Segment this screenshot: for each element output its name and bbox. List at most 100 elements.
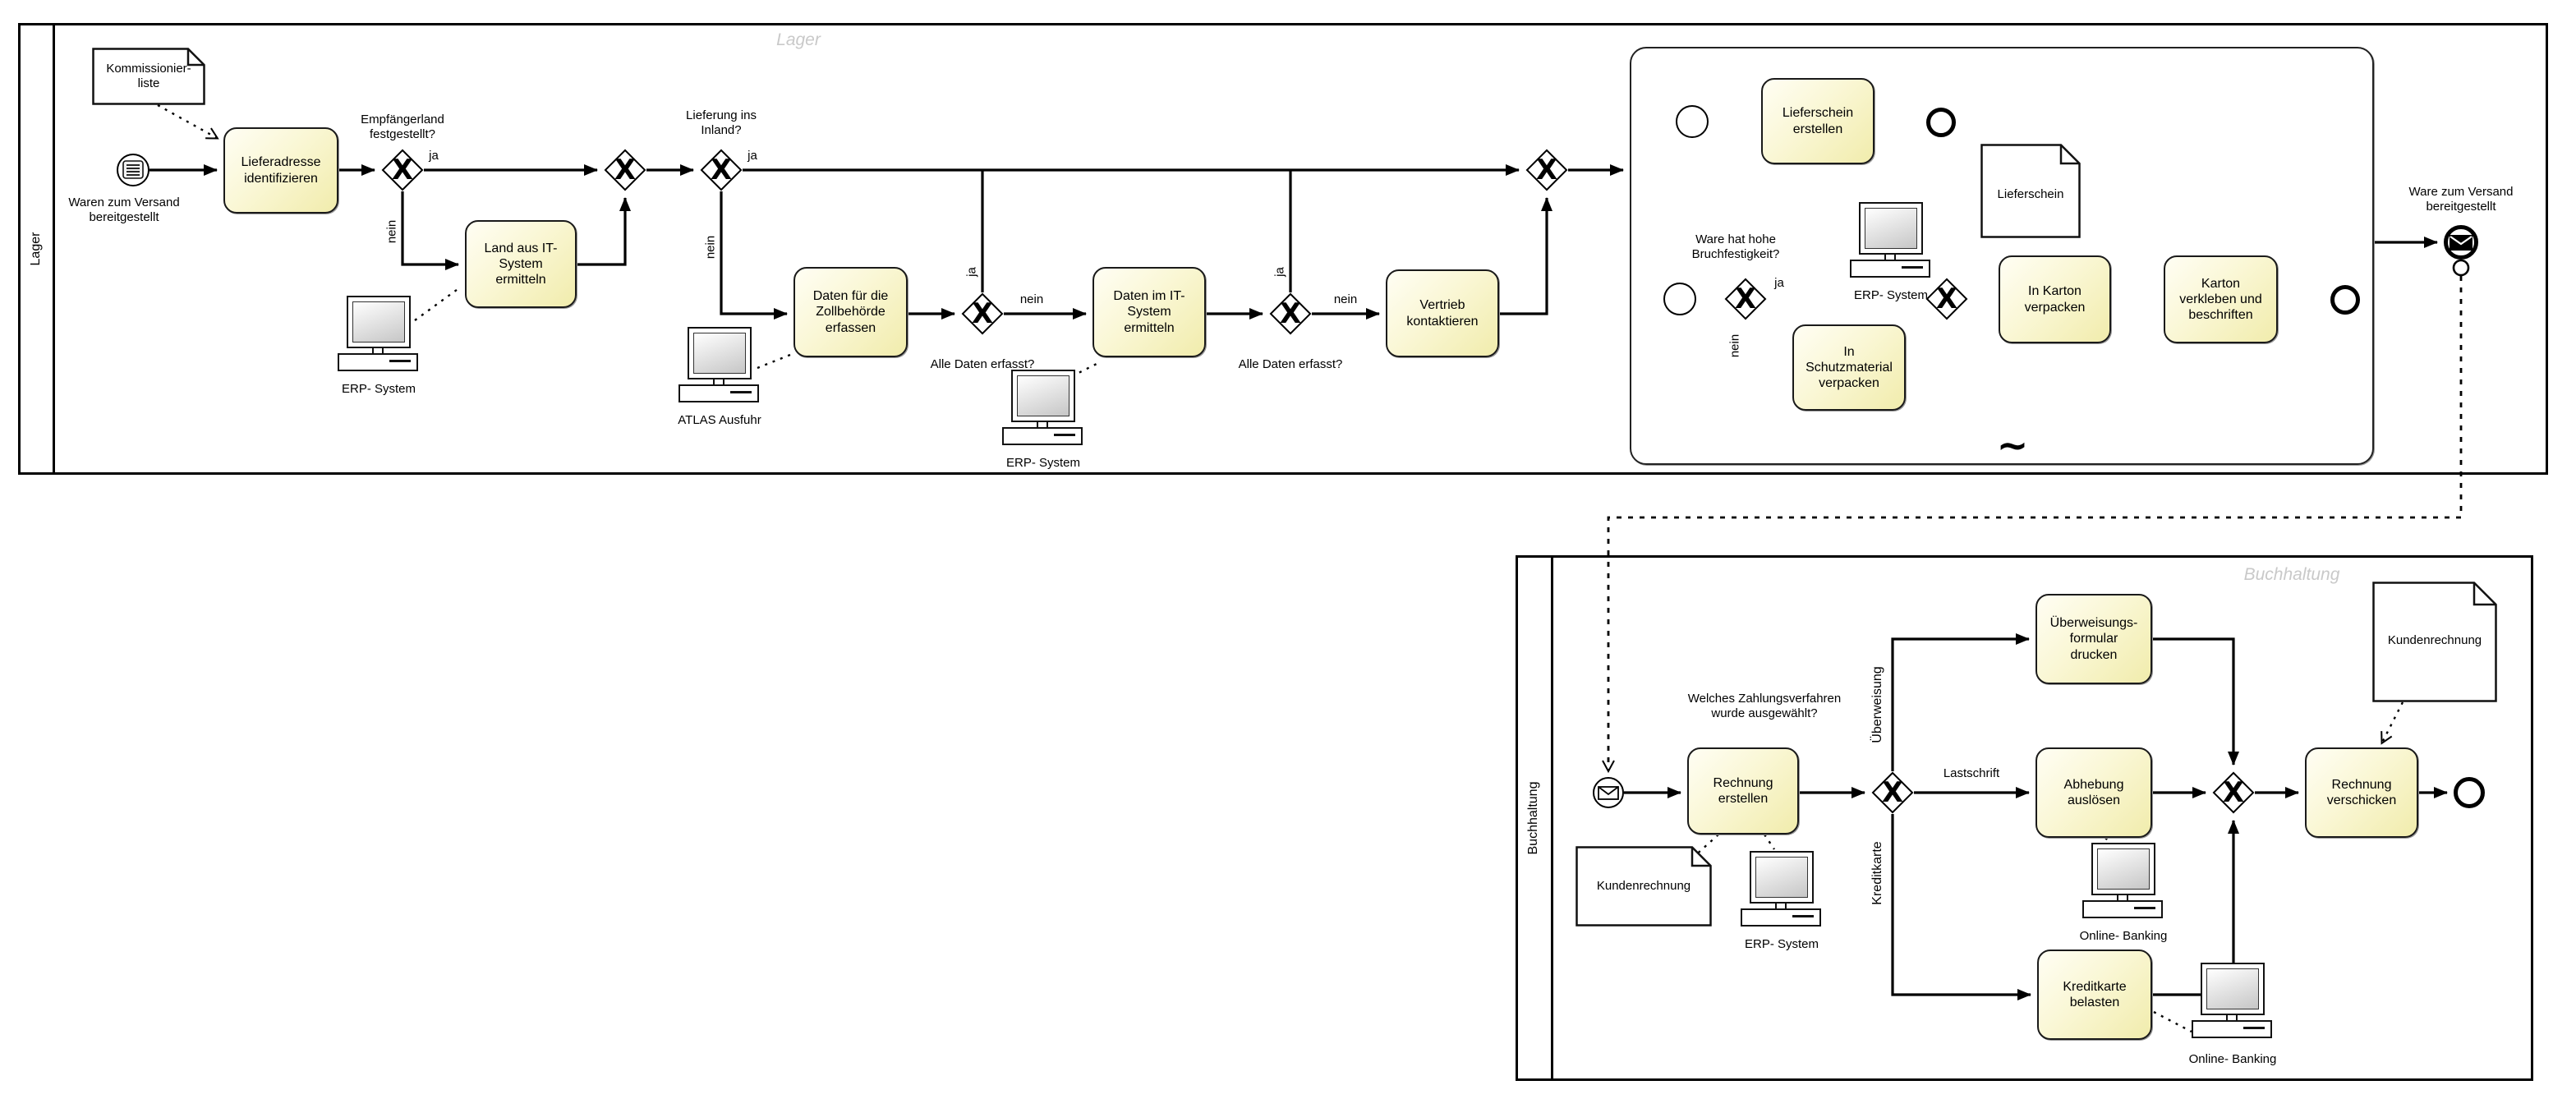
task-abhebung-ausloesen[interactable]: Abhebung auslösen [2036,747,2152,838]
data-object-lieferschein[interactable] [1980,144,2081,238]
gateway-merge-sub[interactable]: X [1925,278,1968,320]
label-ja: ja [1272,267,1287,277]
monitor-icon [1011,370,1075,422]
monitor-icon [1859,202,1923,255]
monitor-icon [347,296,411,348]
erp-system-1-label: ERP- System [341,382,416,396]
task-kreditkarte-belasten[interactable]: Kreditkarte belasten [2037,950,2152,1040]
atlas-ausfuhr-label: ATLAS Ausfuhr [678,413,761,427]
gateway-bruchfestigkeit[interactable]: X [1724,278,1767,320]
task-rechnung-verschicken[interactable]: Rechnung verschicken [2305,747,2418,838]
erp-system-computer-2[interactable] [1002,370,1084,448]
erp-system-computer-4[interactable] [1741,851,1823,930]
xor-marker: X [1881,776,1904,809]
gateway-merge-2[interactable]: X [1525,149,1568,191]
xor-marker: X [2222,776,2245,809]
task-daten-zollbehoerde[interactable]: Daten für die Zollbehörde erfassen [794,267,908,357]
xor-marker: X [1279,297,1302,330]
gateway-inland-question: Lieferung ins Inland? [686,108,757,137]
sub-end-event-1[interactable] [1926,108,1956,137]
data-object-kommissionierliste-label: Kommissionier- liste [106,62,191,90]
xor-marker: X [391,154,414,186]
erp-system-computer-3[interactable] [1850,202,1932,281]
gateway-alle-daten-1[interactable]: X [961,292,1004,335]
label-ja: ja [748,149,757,163]
task-lieferadresse-identifizieren[interactable]: Lieferadresse identifizieren [223,127,338,214]
data-object-kundenrechnung-rechts-label: Kundenrechnung [2387,633,2482,647]
gateway-empfaengerland-question: Empfängerland festgestellt? [361,113,444,141]
keyboard-icon [2082,900,2163,918]
erp-system-computer-1[interactable] [338,296,420,375]
data-object-kommissionierliste[interactable] [92,48,205,105]
task-ueberweisungsformular-drucken[interactable]: Überweisungs- formular drucken [2036,594,2152,684]
gateway-alle-daten-2-question: Alle Daten erfasst? [1238,357,1343,371]
pool-lager-watermark: Lager [776,30,821,49]
keyboard-icon [1002,427,1083,445]
task-daten-im-it-system[interactable]: Daten im IT- System ermitteln [1092,267,1206,357]
label-ja: ja [429,149,439,163]
message-icon-filled [2450,234,2472,251]
label-nein: nein [1019,292,1044,306]
task-vertrieb-kontaktieren[interactable]: Vertrieb kontaktieren [1386,269,1499,357]
monitor-icon [688,327,752,379]
gateway-zahlungsverfahren-question: Welches Zahlungsverfahren wurde ausgewäh… [1687,692,1842,720]
xor-marker: X [1734,283,1757,315]
end-event-ware-versand-label: Ware zum Versand bereitgestellt [2408,185,2514,214]
pool-lager-label-band [21,25,55,472]
erp-system-3-label: ERP- System [1853,288,1929,302]
monitor-icon [2201,963,2265,1015]
task-lieferschein-erstellen[interactable]: Lieferschein erstellen [1761,78,1874,164]
online-banking-1-label: Online- Banking [2079,929,2168,943]
start-event-buchhaltung[interactable] [1593,777,1624,808]
erp-system-2-label: ERP- System [1005,456,1081,470]
message-flow [1602,259,2470,774]
online-banking-computer-2[interactable] [2192,963,2274,1042]
gateway-merge-1[interactable]: X [604,149,646,191]
document-shape [92,48,205,105]
gateway-zahlungsverfahren[interactable]: X [1871,771,1914,814]
adhoc-marker: ~ [1996,423,2029,467]
gateway-merge-zahlung[interactable]: X [2212,771,2255,814]
atlas-ausfuhr-computer[interactable] [678,327,761,406]
sequence-flow-joins [981,170,1292,292]
gateway-bruchfestigkeit-question: Ware hat hohe Bruchfestigkeit? [1691,232,1780,261]
xor-marker: X [710,154,733,186]
sub-start-event-1[interactable] [1676,105,1709,138]
gateway-alle-daten-1-question: Alle Daten erfasst? [930,357,1035,371]
pool-buchhaltung-watermark: Buchhaltung [2243,565,2340,584]
task-rechnung-erstellen[interactable]: Rechnung erstellen [1687,747,1799,835]
message-flow-source-dot [2452,259,2470,277]
data-object-kundenrechnung-rechts[interactable] [2372,582,2497,702]
gateway-empfaengerland[interactable]: X [381,149,424,191]
gateway-alle-daten-2[interactable]: X [1269,292,1312,335]
online-banking-computer-1[interactable] [2082,843,2164,922]
online-banking-2-label: Online- Banking [2188,1052,2277,1066]
keyboard-icon [1850,260,1930,278]
branch-label-lastschrift: Lastschrift [1943,766,2000,780]
pool-buchhaltung-label-band [1518,558,1553,1078]
sub-start-event-2[interactable] [1663,283,1696,315]
monitor-icon [1750,851,1814,904]
data-object-kundenrechnung-links-label: Kundenrechnung [1596,879,1691,893]
xor-marker: X [1935,283,1958,315]
task-in-karton-verpacken[interactable]: In Karton verpacken [1999,255,2111,343]
xor-marker: X [971,297,994,330]
end-event-ware-versand[interactable] [2444,225,2478,260]
branch-label-ueberweisung: Überweisung [1870,666,1884,743]
task-land-aus-it-system[interactable]: Land aus IT- System ermitteln [465,220,577,308]
erp-system-4-label: ERP- System [1744,937,1819,951]
list-document-icon [122,160,144,179]
monitor-icon [2091,843,2155,895]
gateway-inland[interactable]: X [700,149,743,191]
task-karton-verkleben[interactable]: Karton verkleben und beschriften [2164,255,2278,343]
task-in-schutzmaterial-verpacken[interactable]: In Schutzmaterial verpacken [1792,324,1906,411]
xor-marker: X [1535,154,1558,186]
start-event-lager-label: Waren zum Versand bereitgestellt [68,195,180,224]
label-nein: nein [1333,292,1358,306]
label-nein: nein [384,219,399,244]
end-event-buchhaltung[interactable] [2454,777,2485,808]
keyboard-icon [1741,908,1821,927]
start-event-lager[interactable] [117,154,150,186]
sub-end-event-2[interactable] [2330,285,2360,315]
